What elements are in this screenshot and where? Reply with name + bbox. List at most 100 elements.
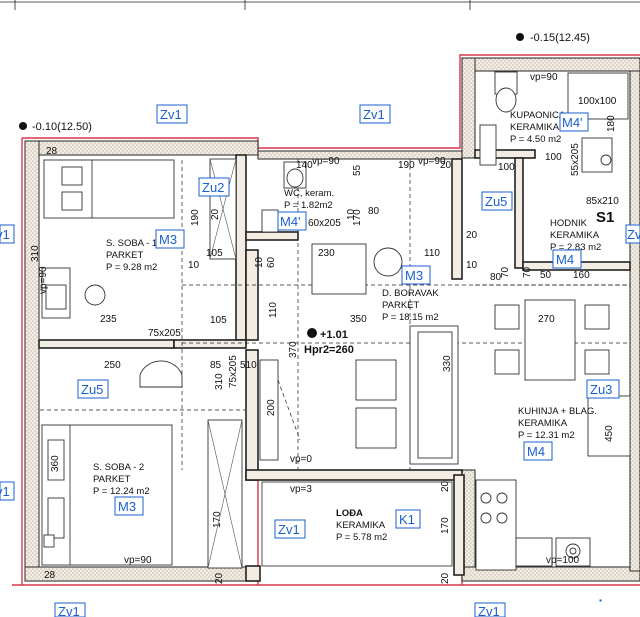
svg-text:75x205: 75x205 (148, 328, 181, 339)
svg-text:vp=90: vp=90 (312, 156, 340, 167)
svg-text:M4: M4 (527, 444, 545, 459)
tag-k1: K1 (395, 509, 421, 529)
svg-text:20: 20 (440, 480, 451, 492)
tag-m3-soba2: M3 (114, 496, 144, 516)
svg-text:105: 105 (210, 315, 227, 326)
svg-text:Zv1: Zv1 (627, 227, 640, 242)
svg-text:55: 55 (352, 164, 363, 176)
svg-text:20: 20 (440, 160, 452, 171)
svg-text:Zv1: Zv1 (363, 107, 385, 122)
tag-m4prime-wc: M4' (277, 211, 307, 231)
svg-text:Zu2: Zu2 (202, 180, 224, 195)
svg-text:PARKET: PARKET (93, 474, 131, 485)
building-outline (12, 54, 640, 586)
svg-text:190: 190 (398, 160, 415, 171)
svg-text:10: 10 (254, 256, 265, 268)
tag-zv1-right: Zv1 (625, 224, 640, 244)
bed-2 (41, 424, 173, 566)
svg-text:-0.15(12.45): -0.15(12.45) (530, 32, 590, 44)
svg-text:170: 170 (212, 511, 223, 528)
tag-m4-hodnik: M4 (552, 249, 582, 269)
svg-text:100: 100 (545, 152, 562, 163)
tag-zu3: Zu3 (586, 379, 620, 399)
svg-text:Zu5: Zu5 (485, 194, 507, 209)
svg-text:190: 190 (190, 209, 201, 226)
svg-text:Zv1: Zv1 (0, 227, 10, 242)
svg-text:200: 200 (266, 399, 277, 416)
svg-text:450: 450 (604, 425, 615, 442)
svg-text:KUHINJA + BLAG.: KUHINJA + BLAG. (518, 406, 597, 417)
tag-zv1-top-center: Zv1 (359, 104, 391, 124)
svg-text:S1: S1 (596, 209, 614, 226)
svg-text:M4': M4' (562, 115, 583, 130)
svg-text:P = 5.78 m2: P = 5.78 m2 (336, 532, 387, 543)
svg-text:P = 4.50 m2: P = 4.50 m2 (510, 134, 561, 145)
svg-text:vp=3: vp=3 (290, 484, 312, 495)
tag-zv1-loggia: Zv1 (274, 519, 306, 539)
tag-zu2: Zu2 (198, 177, 230, 197)
svg-text:M4': M4' (280, 214, 301, 229)
svg-text:PARKET: PARKET (106, 250, 144, 261)
svg-text:P = 9.28 m2: P = 9.28 m2 (106, 262, 157, 273)
svg-text:270: 270 (538, 314, 555, 325)
svg-text:vp=90: vp=90 (38, 266, 49, 294)
tag-m3-soba1: M3 (155, 229, 185, 249)
room-label-boravak: D. BORAVAK PARKET P = 18.15 m2 (382, 288, 439, 323)
svg-text:170: 170 (440, 517, 451, 534)
svg-text:170: 170 (352, 209, 363, 226)
svg-text:110: 110 (268, 302, 279, 318)
svg-text:Zv1: Zv1 (278, 522, 300, 537)
svg-text:LOĐA: LOĐA (336, 508, 363, 519)
svg-text:80: 80 (368, 206, 380, 217)
svg-text:55x205: 55x205 (570, 143, 581, 176)
svg-text:vp=90: vp=90 (124, 555, 152, 566)
tag-m4-extra: M4' (599, 599, 602, 602)
svg-text:85: 85 (210, 360, 222, 371)
tag-m4-kuhinja: M4 (523, 441, 553, 461)
tag-zv1-top-left: Zv1 (156, 104, 188, 124)
svg-text:M3: M3 (118, 499, 136, 514)
svg-text:HODNIK: HODNIK (550, 218, 588, 229)
svg-text:K1: K1 (399, 512, 415, 527)
svg-text:330: 330 (442, 355, 453, 372)
svg-text:M3: M3 (159, 232, 177, 247)
svg-text:Hpr2=260: Hpr2=260 (304, 344, 354, 356)
svg-text:Zv1: Zv1 (478, 604, 500, 617)
room-label-soba1: S. SOBA - 1 PARKET P = 9.28 m2 (106, 238, 157, 273)
svg-text:vp=100: vp=100 (546, 555, 580, 566)
svg-text:160: 160 (573, 270, 590, 281)
svg-text:vp=0: vp=0 (290, 454, 312, 465)
dimension-labels: 28 190 20 10 105 105 310 235 75x205 250 … (30, 96, 619, 584)
svg-text:100: 100 (498, 162, 515, 173)
svg-text:230: 230 (318, 248, 335, 259)
svg-text:Zv1: Zv1 (0, 484, 10, 499)
svg-text:28: 28 (44, 570, 56, 581)
svg-text:50: 50 (540, 270, 552, 281)
kitchen-furniture (475, 299, 631, 571)
svg-text:P = 2.83 m2: P = 2.83 m2 (550, 242, 601, 253)
tag-zv1-left-top: Zv1 (0, 224, 15, 244)
svg-text:250: 250 (104, 360, 121, 371)
svg-text:110: 110 (424, 248, 440, 259)
tag-zv1-left-bottom: Zv1 (0, 481, 15, 501)
level-marker-right: -0.15(12.45) (516, 32, 590, 44)
svg-text:M3: M3 (405, 268, 423, 283)
loggia-outline (261, 481, 453, 567)
vp-marks: vp=90 vp=90 vp=90 vp=90 vp=0 vp=3 vp=90 … (38, 72, 580, 566)
svg-text:Zv1: Zv1 (160, 107, 182, 122)
svg-text:KUPAONICA: KUPAONICA (510, 110, 566, 121)
svg-text:20: 20 (466, 230, 478, 241)
svg-text:70: 70 (522, 266, 533, 278)
svg-text:Zu5: Zu5 (81, 382, 103, 397)
svg-text:80: 80 (490, 272, 502, 283)
svg-text:P = 1.82m2: P = 1.82m2 (284, 200, 333, 211)
bath-fixtures (479, 71, 629, 173)
tag-zu5-left: Zu5 (77, 379, 109, 399)
svg-text:+1.01: +1.01 (320, 329, 348, 341)
tag-zv1-bottom-right: Zv1 (474, 602, 506, 617)
svg-text:KERAMIKA: KERAMIKA (550, 230, 600, 241)
svg-text:S. SOBA - 1: S. SOBA - 1 (106, 238, 157, 249)
svg-text:100x100: 100x100 (578, 96, 617, 107)
room-label-lodja: LOĐA KERAMIKA P = 5.78 m2 (336, 508, 387, 543)
